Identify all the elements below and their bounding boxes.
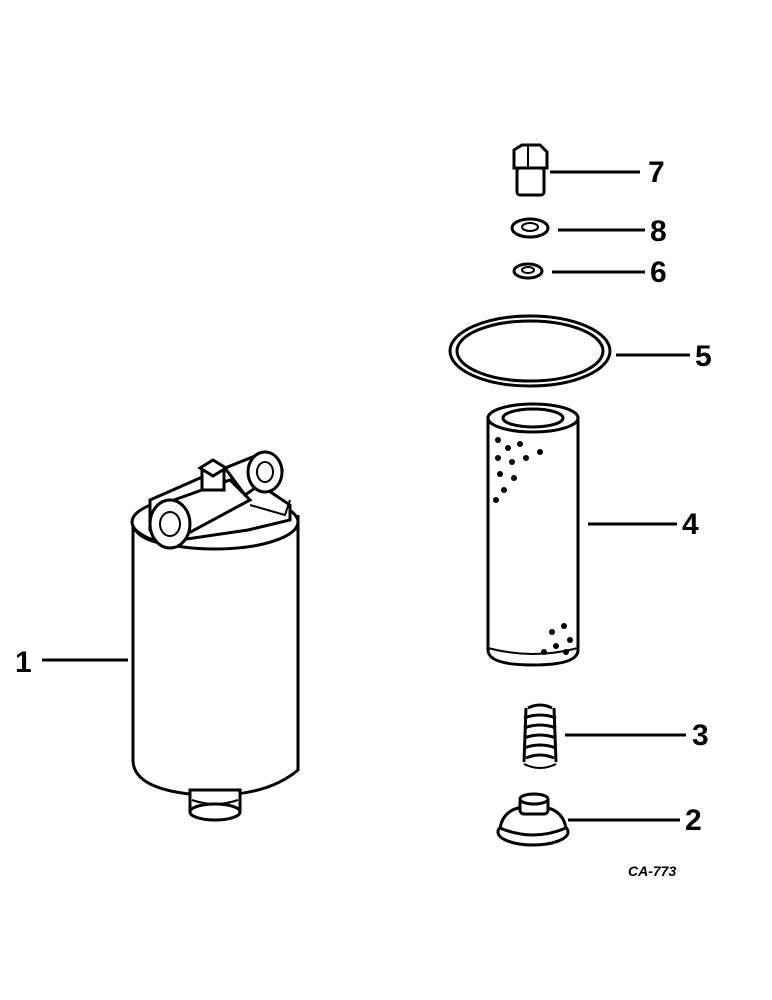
callout-3: 3	[692, 719, 709, 752]
callout-8: 8	[650, 215, 667, 248]
leader-lines	[42, 170, 690, 822]
spring	[522, 703, 558, 769]
callout-7: 7	[648, 156, 665, 189]
washer	[510, 217, 550, 239]
callout-6: 6	[650, 256, 667, 289]
callout-2: 2	[685, 804, 702, 837]
bolt	[512, 143, 549, 197]
callout-5: 5	[695, 340, 712, 373]
housing-gasket	[448, 314, 612, 388]
filter-housing	[130, 450, 300, 822]
filter-element	[486, 402, 580, 667]
callout-1: 1	[15, 646, 32, 679]
small-seal-ring	[512, 262, 544, 280]
callout-4: 4	[682, 508, 699, 541]
drawing-code: CA-773	[628, 863, 676, 879]
drain-plug	[496, 792, 570, 847]
